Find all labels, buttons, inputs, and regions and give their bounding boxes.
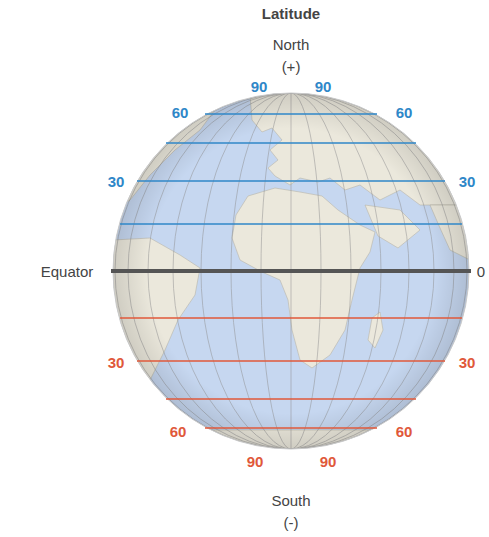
latitude-value: 30 — [108, 174, 125, 189]
latitude-value: 60 — [396, 424, 413, 439]
diagram-title: Latitude — [262, 6, 320, 21]
latitude-value: 0 — [477, 264, 485, 279]
latitude-value: 90 — [247, 454, 264, 469]
sign-label: (+) — [282, 59, 301, 74]
latitude-value: 60 — [170, 424, 187, 439]
sign-label: (-) — [284, 515, 299, 530]
latitude-value: 90 — [320, 454, 337, 469]
latitude-value: 30 — [459, 174, 476, 189]
latitude-value: 60 — [396, 105, 413, 120]
hemisphere-label: North — [273, 37, 310, 52]
latitude-value: 30 — [108, 355, 125, 370]
south-parallels — [120, 318, 462, 428]
latitude-value: 90 — [251, 79, 268, 94]
north-parallels — [120, 114, 462, 224]
latitude-value: 60 — [172, 105, 189, 120]
latitude-value: 30 — [459, 355, 476, 370]
latitude-value: 90 — [315, 79, 332, 94]
equator-line — [111, 269, 471, 273]
equator-label: Equator — [41, 264, 94, 279]
land — [113, 88, 470, 460]
hemisphere-label: South — [271, 493, 310, 508]
